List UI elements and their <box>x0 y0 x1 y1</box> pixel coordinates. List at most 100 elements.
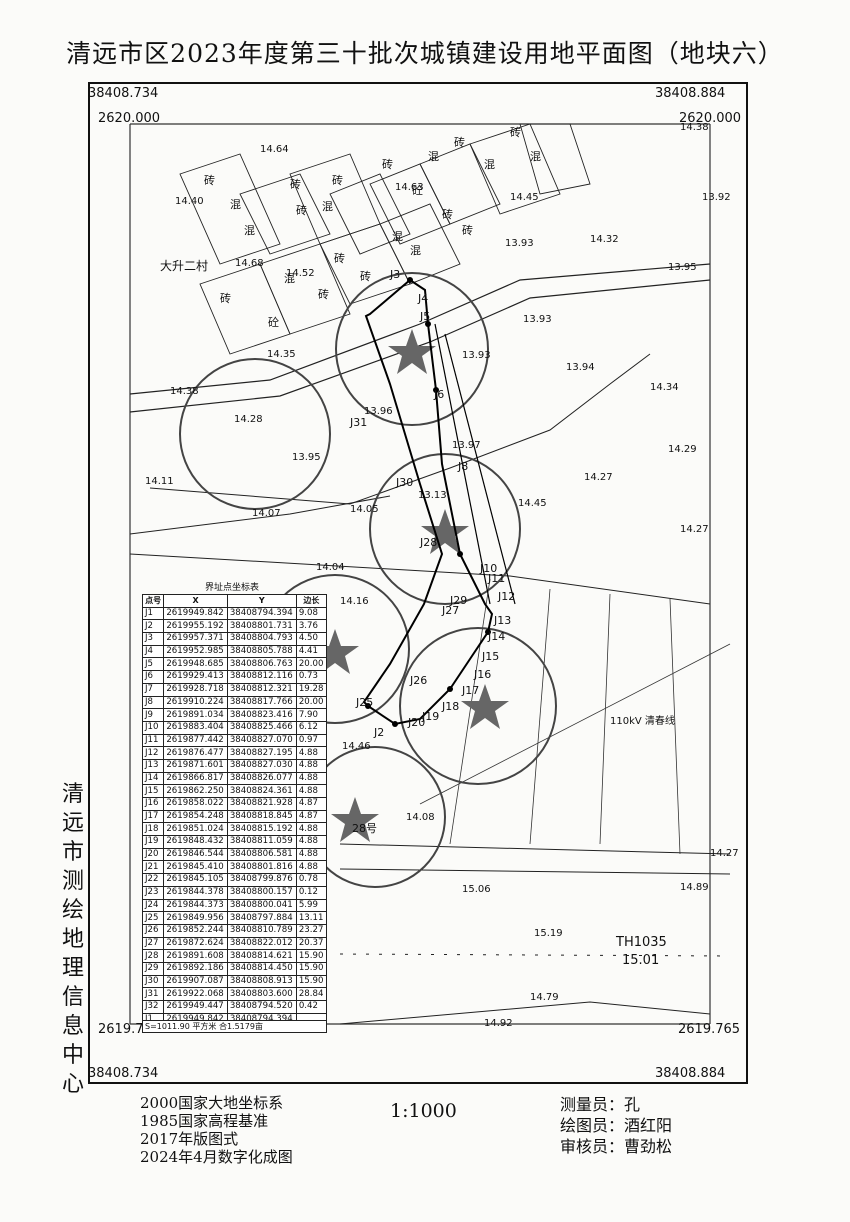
table-cell: 38408800.157 <box>226 885 297 900</box>
org-char: 绘 <box>61 898 84 923</box>
table-cell: J5 <box>141 657 165 672</box>
table-cell: 38408801.731 <box>226 619 297 634</box>
boundary-point-label: J31 <box>349 416 367 429</box>
elevation-label: 13.97 <box>452 440 481 451</box>
table-cell: 38408811.059 <box>226 835 297 849</box>
elevation-label: 13.93 <box>523 314 552 325</box>
table-cell: 38408800.041 <box>226 898 297 913</box>
map-note-line: 2000国家大地坐标系 <box>140 1094 284 1112</box>
elevation-label: 14.45 <box>518 498 547 509</box>
table-cell: 2619844.373 <box>163 898 228 913</box>
table-cell: 38408801.816 <box>226 860 297 875</box>
table-cell: 2619952.985 <box>163 644 228 659</box>
table-header-cell: Y <box>226 594 297 608</box>
boundary-point-label: J26 <box>409 674 427 687</box>
elevation-label: 13.13 <box>418 490 447 501</box>
boundary-point-label: J19 <box>421 710 439 723</box>
staff-role: 审核员： <box>560 1137 625 1156</box>
table-cell: 2619957.371 <box>163 632 228 646</box>
building-material-label: 混 <box>230 198 241 211</box>
power-line-label: 110kV 清春线 <box>610 714 675 727</box>
boundary-point-label: J8 <box>457 460 468 473</box>
elevation-label: 14.08 <box>406 812 435 823</box>
table-cell: 2619845.410 <box>163 860 228 875</box>
table-cell: J25 <box>141 911 165 925</box>
table-cell: 15.90 <box>295 974 328 989</box>
table-cell: 2619845.105 <box>163 873 228 887</box>
table-cell: J24 <box>141 898 165 913</box>
table-cell: 23.27 <box>295 923 328 938</box>
table-cell: 2619891.608 <box>163 949 228 963</box>
table-cell: J2 <box>141 619 165 634</box>
table-cell: 38408827.030 <box>226 758 297 773</box>
table-cell: 38408794.520 <box>226 1000 297 1014</box>
elevation-label: 13.92 <box>702 192 731 203</box>
table-cell: J13 <box>141 758 165 773</box>
table-cell: J26 <box>141 923 165 938</box>
table-cell: 28.84 <box>295 987 328 1001</box>
table-cell: 4.88 <box>295 784 328 798</box>
table-cell: 38408814.621 <box>226 949 297 963</box>
boundary-point-label: J29 <box>449 594 467 607</box>
table-cell: 38408824.361 <box>226 784 297 798</box>
staff-role: 测量员： <box>560 1095 625 1114</box>
building-material-label: 混 <box>392 230 403 243</box>
boundary-point-label: J15 <box>481 650 499 663</box>
table-header-cell: X <box>163 594 228 608</box>
table-cell: 19.28 <box>295 682 328 697</box>
elevation-label: 14.52 <box>286 268 315 279</box>
corner-top-left-x: 38408.734 <box>88 86 159 101</box>
building-material-label: 砖 <box>220 291 231 305</box>
building-material-label: 砖 <box>442 207 453 221</box>
table-cell: 4.88 <box>295 847 328 862</box>
elevation-label: 14.45 <box>510 192 539 203</box>
table-cell: J10 <box>141 720 165 735</box>
table-cell: 2619851.024 <box>163 822 228 837</box>
table-cell: 38408825.466 <box>226 720 297 735</box>
elevation-label: 14.27 <box>710 848 739 859</box>
table-cell: 2619866.817 <box>163 771 228 786</box>
table-cell: 2619844.378 <box>163 885 228 900</box>
building-material-label: 砖 <box>360 269 371 283</box>
building-material-label: 砖 <box>462 223 473 237</box>
table-cell: 38408808.913 <box>226 974 297 989</box>
corner-bottom-right-x: 38408.884 <box>655 1066 726 1081</box>
table-cell: 13.11 <box>295 911 328 925</box>
building-material-label: 混 <box>244 224 255 237</box>
table-cell: 38408815.192 <box>226 822 297 837</box>
org-char: 远 <box>61 811 84 836</box>
building-material-label: 砖 <box>454 135 465 149</box>
elevation-label: 15.19 <box>534 928 563 939</box>
table-cell: 38408803.600 <box>226 987 297 1001</box>
benchmark-label: TH1035 <box>615 935 667 950</box>
building-material-label: 混 <box>484 158 495 171</box>
building-material-label: 混 <box>284 272 295 285</box>
coordinate-table-caption: 界址点坐标表 <box>205 583 260 593</box>
org-char: 心 <box>61 1072 84 1097</box>
table-cell: 20.37 <box>295 936 328 951</box>
elevation-label: 14.35 <box>267 349 296 360</box>
table-cell: 6.12 <box>295 720 328 735</box>
table-cell: 2619871.601 <box>163 758 228 773</box>
table-cell: J4 <box>141 644 165 659</box>
boundary-point-label: J27 <box>441 604 459 617</box>
boundary-point-label: J18 <box>441 700 459 713</box>
table-cell: J11 <box>141 733 165 748</box>
elevation-label: 15.06 <box>462 884 491 895</box>
parcel-number-label: 28号 <box>352 822 377 835</box>
table-cell: J16 <box>141 797 165 811</box>
boundary-point-label: J11 <box>487 572 505 585</box>
table-cell: J3 <box>141 632 165 646</box>
table-cell: 2619849.956 <box>163 911 228 925</box>
area-note: S=1011.90 平方米 合1.5179亩 <box>142 1020 327 1033</box>
